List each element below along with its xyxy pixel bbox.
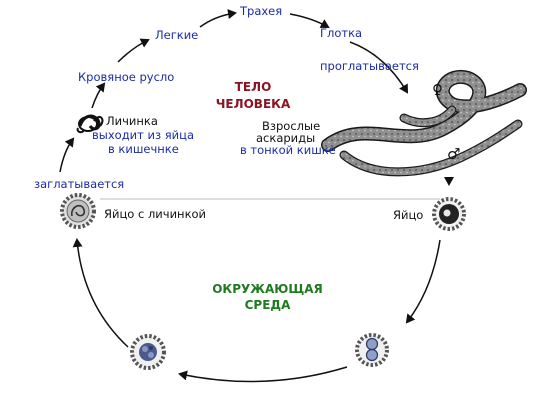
label-egg: Яйцо (393, 208, 424, 222)
label-swallowed: проглатывается (320, 59, 419, 73)
cycle-arrows (59, 9, 454, 383)
label-larva: Личинка (106, 114, 158, 128)
arrow-worms-to-egg (443, 176, 454, 186)
label-trachea: Трахея (240, 4, 283, 18)
egg-with-larva-illustration (60, 193, 96, 229)
arrow-egg-to-cleaving-egg (405, 239, 441, 324)
fertilized-egg-illustration (432, 197, 466, 231)
human-body-line-2: ЧЕЛОВЕКА (215, 97, 291, 111)
label-lungs: Легкие (155, 28, 199, 42)
label-larva-emerges-1: выходит из яйца (92, 128, 194, 142)
arrow-pharynx-to-worms (349, 41, 409, 94)
label-pharynx: Глотка (320, 26, 363, 40)
label-ingested: заглатывается (34, 177, 125, 191)
arrow-trachea-to-pharynx (289, 13, 330, 28)
arrow-cleaving-to-morula (178, 366, 348, 383)
label-bloodstream: Кровяное русло (78, 70, 175, 84)
male-symbol: ♂ (447, 145, 461, 163)
morula-egg-illustration (130, 334, 166, 370)
label-adults-2: аскариды (256, 131, 316, 145)
environment-line-1: ОКРУЖАЮЩАЯ (212, 282, 323, 296)
larva-illustration (76, 114, 104, 134)
label-adults-location: в тонкой кишке (240, 143, 336, 157)
environment-line-2: СРЕДА (244, 298, 291, 312)
arrow-ingested-to-larva (59, 137, 75, 173)
environment-zone-label: ОКРУЖАЮЩАЯ СРЕДА (205, 281, 330, 313)
label-egg-with-larva: Яйцо с личинкой (104, 207, 207, 221)
label-adults-1: Взрослые (262, 119, 321, 133)
human-body-zone-label: ТЕЛО ЧЕЛОВЕКА (214, 79, 292, 113)
arrow-larva-to-bloodstream (91, 82, 106, 109)
arrow-morula-to-larva-egg (72, 238, 129, 348)
arrow-lungs-to-trachea (199, 9, 237, 28)
cleaving-egg-illustration (355, 333, 389, 367)
female-symbol: ♀ (432, 81, 443, 99)
human-body-line-1: ТЕЛО (234, 80, 272, 94)
arrow-bloodstream-to-lungs (117, 38, 150, 63)
adult-worms-illustration (321, 69, 527, 177)
label-larva-emerges-2: в кишечнке (108, 142, 179, 156)
